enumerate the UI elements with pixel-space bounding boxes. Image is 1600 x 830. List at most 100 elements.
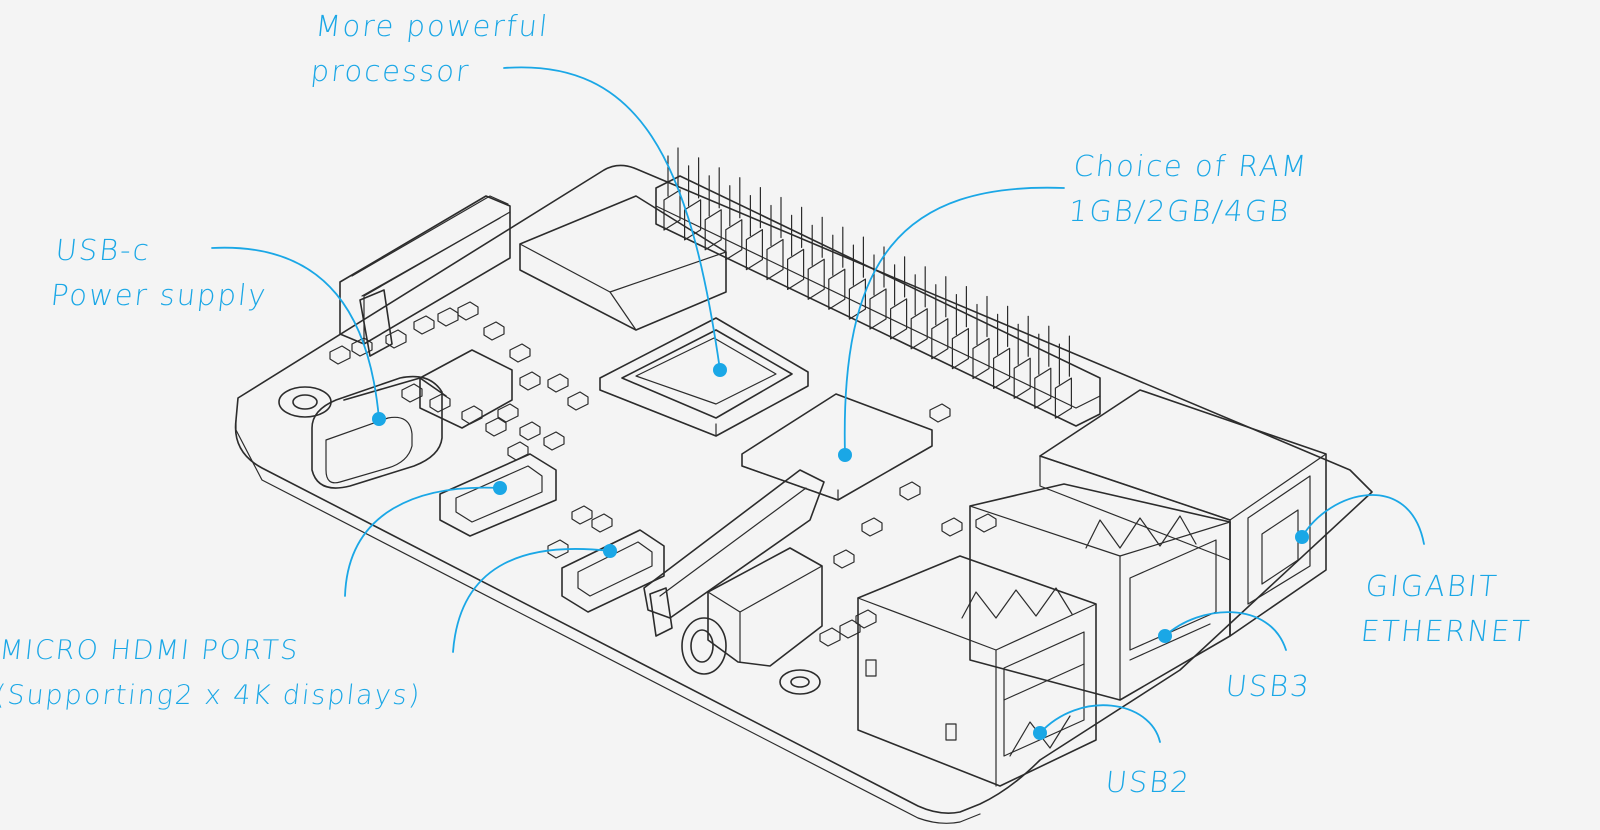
ram-chip — [741, 393, 933, 501]
gpio-pin-housing — [869, 288, 887, 330]
label-ram: Choice of RAM 1GB/2GB/4GB — [1067, 144, 1311, 234]
leader-usb3 — [1164, 611, 1287, 651]
wireless-module — [519, 195, 727, 331]
gpio-pin-housing — [890, 298, 908, 340]
label-usb3-line-1: USB3 — [1223, 669, 1313, 703]
dot-usb2 — [1033, 726, 1047, 740]
usb-c-port — [311, 375, 447, 489]
smd-component — [507, 441, 529, 461]
leader-usb2 — [1039, 704, 1161, 743]
smd-component — [519, 371, 541, 391]
gpio-pin-housing — [787, 248, 805, 290]
smd-component — [571, 505, 593, 525]
label-ram-line-2: 1GB/2GB/4GB — [1067, 194, 1293, 228]
smd-component — [567, 391, 589, 411]
label-usb3: USB3 — [1223, 664, 1313, 709]
smd-component — [861, 517, 883, 537]
leader-hdmi-1 — [452, 548, 611, 653]
label-usb2: USB2 — [1103, 760, 1193, 805]
gpio-pin-housing — [910, 308, 928, 350]
label-processor-line-1: More powerful — [313, 9, 551, 43]
gpio-pin-housing — [807, 258, 825, 300]
smd-component — [497, 403, 519, 423]
dot-hdmi-0 — [493, 481, 507, 495]
smd-component — [547, 539, 569, 559]
gpio-pin-housing — [725, 219, 743, 261]
leader-processor — [503, 66, 721, 371]
label-processor: More powerful processor — [309, 4, 552, 94]
smd-component — [461, 405, 483, 425]
smd-component — [413, 315, 435, 335]
smd-component — [929, 403, 951, 423]
camera-connector — [643, 469, 825, 637]
dot-processor — [713, 363, 727, 377]
leader-lines — [211, 66, 1425, 743]
gpio-pin-housing — [848, 278, 866, 320]
label-hdmi-line-2: (Supporting2 x 4K displays) — [0, 680, 423, 711]
usb2-port-stack — [857, 555, 1097, 787]
smd-component — [975, 513, 997, 533]
gpio-header — [655, 147, 1101, 427]
smd-component — [519, 421, 541, 441]
gpio-pin-housing — [972, 337, 990, 380]
smd-component — [543, 431, 565, 451]
smd-component — [329, 345, 351, 365]
dot-usb3 — [1158, 629, 1172, 643]
gpio-pin-housing — [663, 189, 681, 231]
smd-component — [429, 393, 451, 413]
label-processor-line-2: processor — [309, 54, 472, 88]
smd-components — [329, 301, 997, 647]
smd-component — [485, 417, 507, 437]
label-usb2-line-1: USB2 — [1103, 765, 1193, 799]
dot-power — [372, 412, 386, 426]
smd-component — [457, 301, 479, 321]
micro-hdmi-port-1 — [561, 529, 665, 613]
smd-component — [483, 321, 505, 341]
label-power-line-1: USB-c — [53, 233, 153, 267]
gpio-pin-housing — [931, 318, 949, 360]
gpio-pin-housing — [1013, 357, 1031, 399]
leader-power — [211, 246, 380, 420]
gpio-pin-housing — [993, 347, 1011, 389]
label-ethernet-line-2: ETHERNET — [1359, 614, 1533, 648]
smd-component — [437, 307, 459, 327]
usb3-port-stack — [969, 483, 1231, 701]
smd-component — [941, 517, 963, 537]
smd-component — [385, 329, 407, 349]
gpio-pin-housing — [1054, 377, 1072, 419]
gpio-pin-housing — [1034, 367, 1052, 409]
leader-ram — [843, 186, 1065, 456]
leader-ethernet — [1301, 494, 1425, 545]
display-connector — [339, 195, 511, 357]
pmic-chip — [419, 349, 513, 429]
dot-ethernet — [1295, 530, 1309, 544]
label-ethernet: GIGABIT ETHERNET — [1359, 564, 1539, 654]
smd-component — [833, 549, 855, 569]
gpio-pin-housing — [704, 209, 722, 251]
smd-component — [351, 337, 373, 357]
label-ethernet-line-1: GIGABIT — [1363, 569, 1501, 603]
gpio-pin-housing — [951, 328, 969, 370]
smd-component — [899, 481, 921, 501]
label-power: USB-c Power supply — [49, 228, 275, 318]
label-hdmi-line-1: MICRO HDMI PORTS — [0, 635, 301, 666]
dot-ram — [838, 448, 852, 462]
label-hdmi: MICRO HDMI PORTS (Supporting2 x 4K displ… — [0, 628, 428, 718]
gpio-pin-housing — [684, 199, 702, 241]
micro-hdmi-port-0 — [439, 453, 557, 537]
smd-component — [839, 619, 861, 639]
label-power-line-2: Power supply — [49, 278, 270, 312]
audio-jack — [681, 547, 823, 675]
dot-hdmi-1 — [603, 544, 617, 558]
smd-component — [591, 513, 613, 533]
smd-component — [509, 343, 531, 363]
pcb-outline — [234, 164, 1373, 824]
leader-hdmi-0 — [344, 486, 501, 597]
smd-component — [855, 609, 877, 629]
gpio-pin-housing — [766, 238, 784, 281]
label-ram-line-1: Choice of RAM — [1071, 149, 1310, 183]
smd-component — [819, 627, 841, 647]
smd-component — [547, 373, 569, 393]
